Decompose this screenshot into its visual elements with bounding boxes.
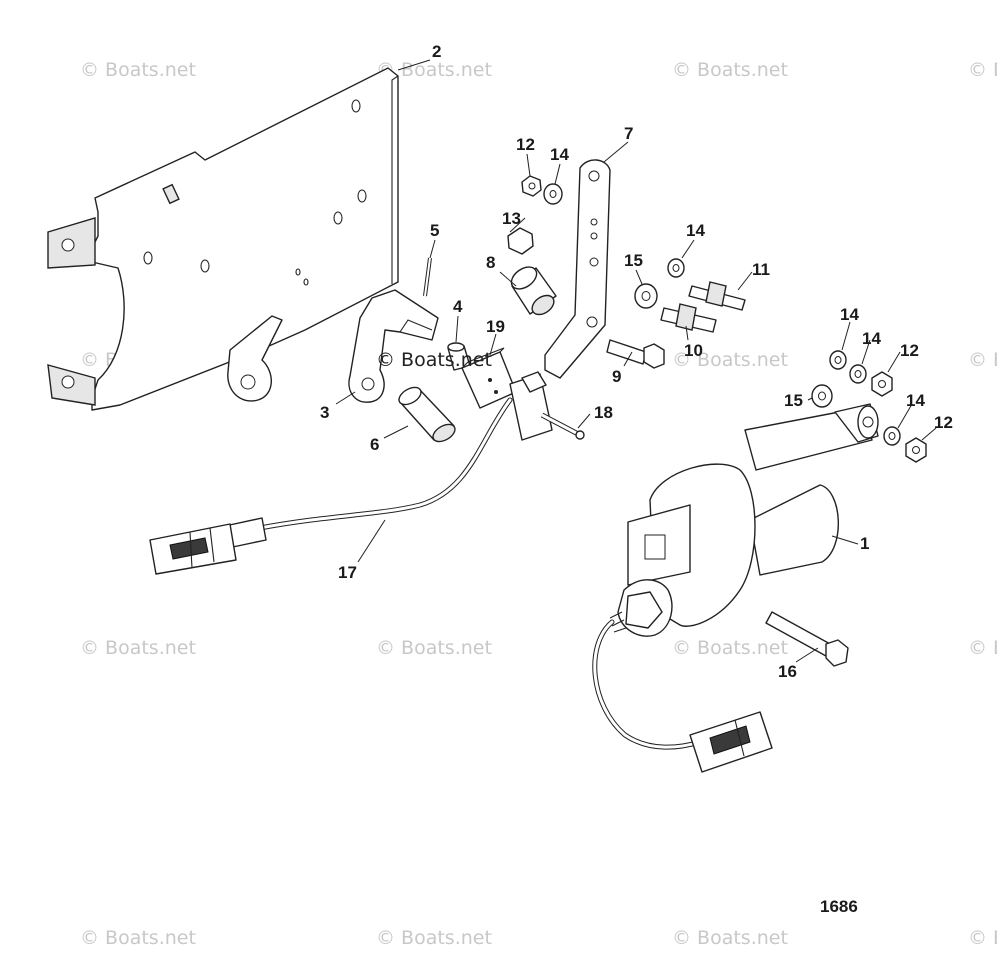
part-14-washer-r1 — [829, 350, 847, 370]
part-12-nut-top — [521, 175, 542, 197]
callout-19: 19 — [486, 317, 505, 336]
watermark: © Boats.net — [376, 637, 492, 659]
part-5-pin — [423, 257, 432, 297]
callout-7: 7 — [624, 124, 633, 143]
watermark: © Boats.net — [376, 59, 492, 81]
watermark-center: © Boats.net — [376, 349, 492, 371]
part-12-nut-r2 — [905, 437, 927, 463]
watermark: © Boats.net — [80, 637, 196, 659]
callout-12: 12 — [516, 135, 535, 154]
callout-14: 14 — [550, 145, 569, 164]
callout-14: 14 — [686, 221, 705, 240]
callout-14: 14 — [906, 391, 925, 410]
callout-labels: 2 5 3 4 6 7 8 12 14 13 19 15 14 11 10 9 … — [320, 42, 953, 916]
part-14-washer-top — [543, 183, 563, 205]
callout-16: 16 — [778, 662, 797, 681]
part-6-spacer — [398, 386, 456, 443]
watermark: © Boats.net — [968, 927, 997, 949]
callout-12: 12 — [900, 341, 919, 360]
watermark: © Boats.net — [80, 59, 196, 81]
watermark: © Boats.net — [672, 637, 788, 659]
part-16-bolt — [765, 611, 849, 667]
part-14-washer-r2 — [849, 364, 867, 384]
part-17-sensor-harness — [149, 371, 553, 575]
watermark: © Boats.net — [80, 927, 196, 949]
callout-14: 14 — [840, 305, 859, 324]
part-3-lever — [348, 289, 439, 403]
watermark: © Boats.net — [376, 927, 492, 949]
callout-13: 13 — [502, 209, 521, 228]
part-1-actuator — [609, 403, 879, 637]
part-18-screw — [540, 412, 585, 440]
actuator-harness — [592, 619, 773, 773]
part-15-washer-upper — [634, 283, 658, 309]
callout-9: 9 — [612, 367, 621, 386]
watermark: © Boats.net — [968, 59, 997, 81]
callout-12: 12 — [934, 413, 953, 432]
watermark: © Boats.net — [672, 927, 788, 949]
callout-10: 10 — [684, 341, 703, 360]
callout-5: 5 — [430, 221, 439, 240]
callout-1: 1 — [860, 534, 869, 553]
part-9-bolt — [606, 339, 665, 369]
part-13-nut — [507, 227, 534, 255]
callout-6: 6 — [370, 435, 379, 454]
watermark: © Boats.net — [968, 349, 997, 371]
part-14-washer-mid — [667, 258, 685, 278]
callout-8: 8 — [486, 253, 495, 272]
callout-14: 14 — [862, 329, 881, 348]
part-12-nut-r1 — [871, 371, 893, 397]
callout-18: 18 — [594, 403, 613, 422]
callout-17: 17 — [338, 563, 357, 582]
part-14-washer-r3 — [883, 426, 901, 446]
callout-2: 2 — [432, 42, 441, 61]
watermark-layer: © Boats.net © Boats.net © Boats.net © Bo… — [80, 59, 997, 949]
part-7-arm — [544, 159, 611, 379]
part-15-washer-lower — [811, 384, 833, 408]
watermark: © Boats.net — [968, 637, 997, 659]
callout-4: 4 — [453, 297, 463, 316]
part-11-stud — [688, 281, 746, 311]
callout-15: 15 — [624, 251, 643, 270]
callout-3: 3 — [320, 403, 329, 422]
part-10-stud — [660, 303, 717, 333]
callout-15: 15 — [784, 391, 803, 410]
watermark: © Boats.net — [672, 349, 788, 371]
watermark: © Boats.net — [672, 59, 788, 81]
part-8-bushing — [510, 266, 557, 316]
callout-11: 11 — [752, 260, 770, 279]
leader-lines — [335, 59, 937, 663]
diagram-id: 1686 — [820, 897, 858, 916]
part-2-mounting-plate — [47, 67, 399, 411]
